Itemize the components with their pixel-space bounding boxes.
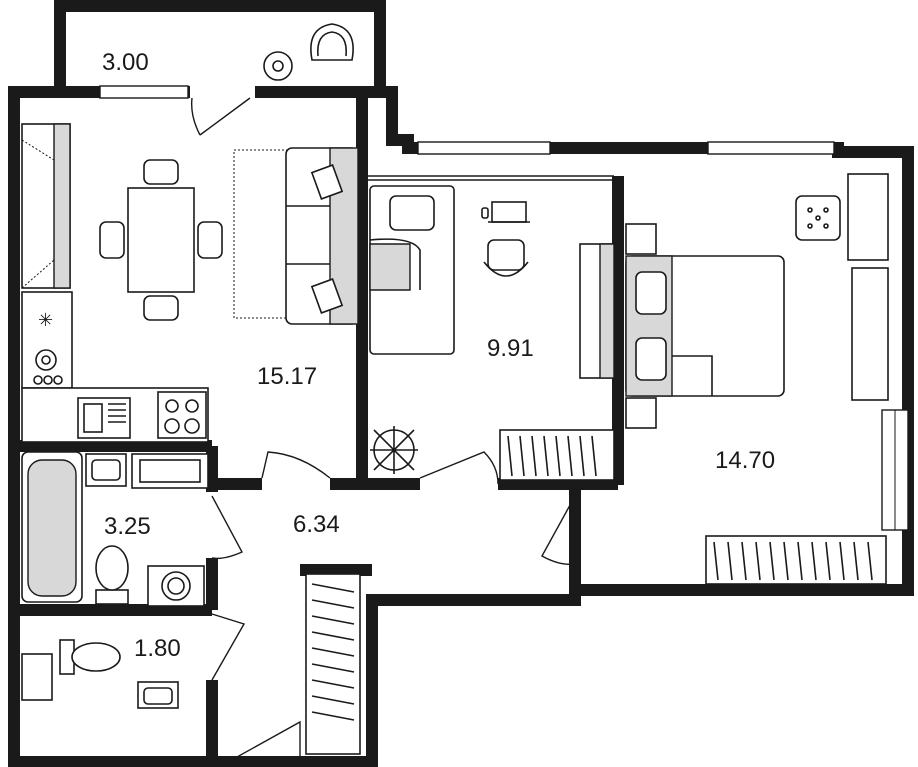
boiler-icon xyxy=(33,349,63,385)
snowflake-icon: ✳ xyxy=(38,310,53,331)
plant-icon xyxy=(370,426,418,474)
laptop-icon xyxy=(481,201,530,223)
chair-icon xyxy=(99,159,223,321)
door-toilet xyxy=(211,613,246,681)
wardrobe-icon xyxy=(305,573,361,755)
windows xyxy=(99,85,909,531)
balcony: 3.00 xyxy=(102,23,354,81)
area-label: 15.17 xyxy=(257,363,317,390)
bedroom-small: 9.91 xyxy=(369,185,615,481)
bedroom-top xyxy=(366,175,614,181)
hallway: 6.34 xyxy=(293,511,361,755)
sink-icon xyxy=(85,453,127,487)
walls xyxy=(8,0,914,767)
cabinet xyxy=(131,453,209,489)
door-small-bedroom xyxy=(419,451,499,485)
window-small-bedroom xyxy=(417,141,551,155)
bed-icon xyxy=(369,185,455,355)
area-label: 14.70 xyxy=(715,447,775,474)
toilet-icon xyxy=(95,545,129,605)
area-label: 3.00 xyxy=(102,49,149,76)
bathroom: 3.25 xyxy=(21,451,209,607)
office-chair-icon xyxy=(483,239,529,277)
toilet-room: 1.80 xyxy=(21,635,181,709)
outer-wall xyxy=(8,0,914,767)
window-balcony xyxy=(99,85,189,99)
sofa-icon xyxy=(285,147,359,325)
chair-icon xyxy=(310,23,354,61)
counter xyxy=(21,291,73,389)
wardrobe-icon xyxy=(705,535,887,585)
cabinet xyxy=(21,653,53,701)
area-label: 1.80 xyxy=(134,635,181,662)
doors xyxy=(211,451,576,763)
double-bed-icon xyxy=(625,255,785,397)
wardrobe-icon xyxy=(847,173,889,261)
sink-icon xyxy=(77,397,131,439)
rug xyxy=(233,149,295,319)
dining-table-icon xyxy=(127,187,195,293)
sink-icon xyxy=(137,681,179,709)
door-bathroom xyxy=(211,495,243,560)
wardrobe-icon xyxy=(851,267,889,401)
stove-icon xyxy=(157,391,207,439)
side-table-icon xyxy=(263,51,293,81)
window-large-bedroom xyxy=(707,141,835,155)
area-label: 3.25 xyxy=(104,513,151,540)
door-entrance xyxy=(227,720,301,763)
bedroom-large: 14.70 xyxy=(625,173,889,585)
door-large-bedroom xyxy=(541,495,576,566)
area-label: 9.91 xyxy=(487,335,534,362)
balcony-door xyxy=(190,97,251,136)
toilet-icon xyxy=(59,639,121,675)
nightstand-icon xyxy=(625,223,657,429)
dresser-icon xyxy=(795,195,841,241)
washing-machine-icon xyxy=(147,565,205,607)
bathtub-icon xyxy=(21,451,83,603)
wardrobe-icon xyxy=(499,429,615,481)
living-kitchen: ✳ 15.17 xyxy=(21,123,359,443)
area-label: 6.34 xyxy=(293,511,340,538)
door-living xyxy=(261,451,331,479)
